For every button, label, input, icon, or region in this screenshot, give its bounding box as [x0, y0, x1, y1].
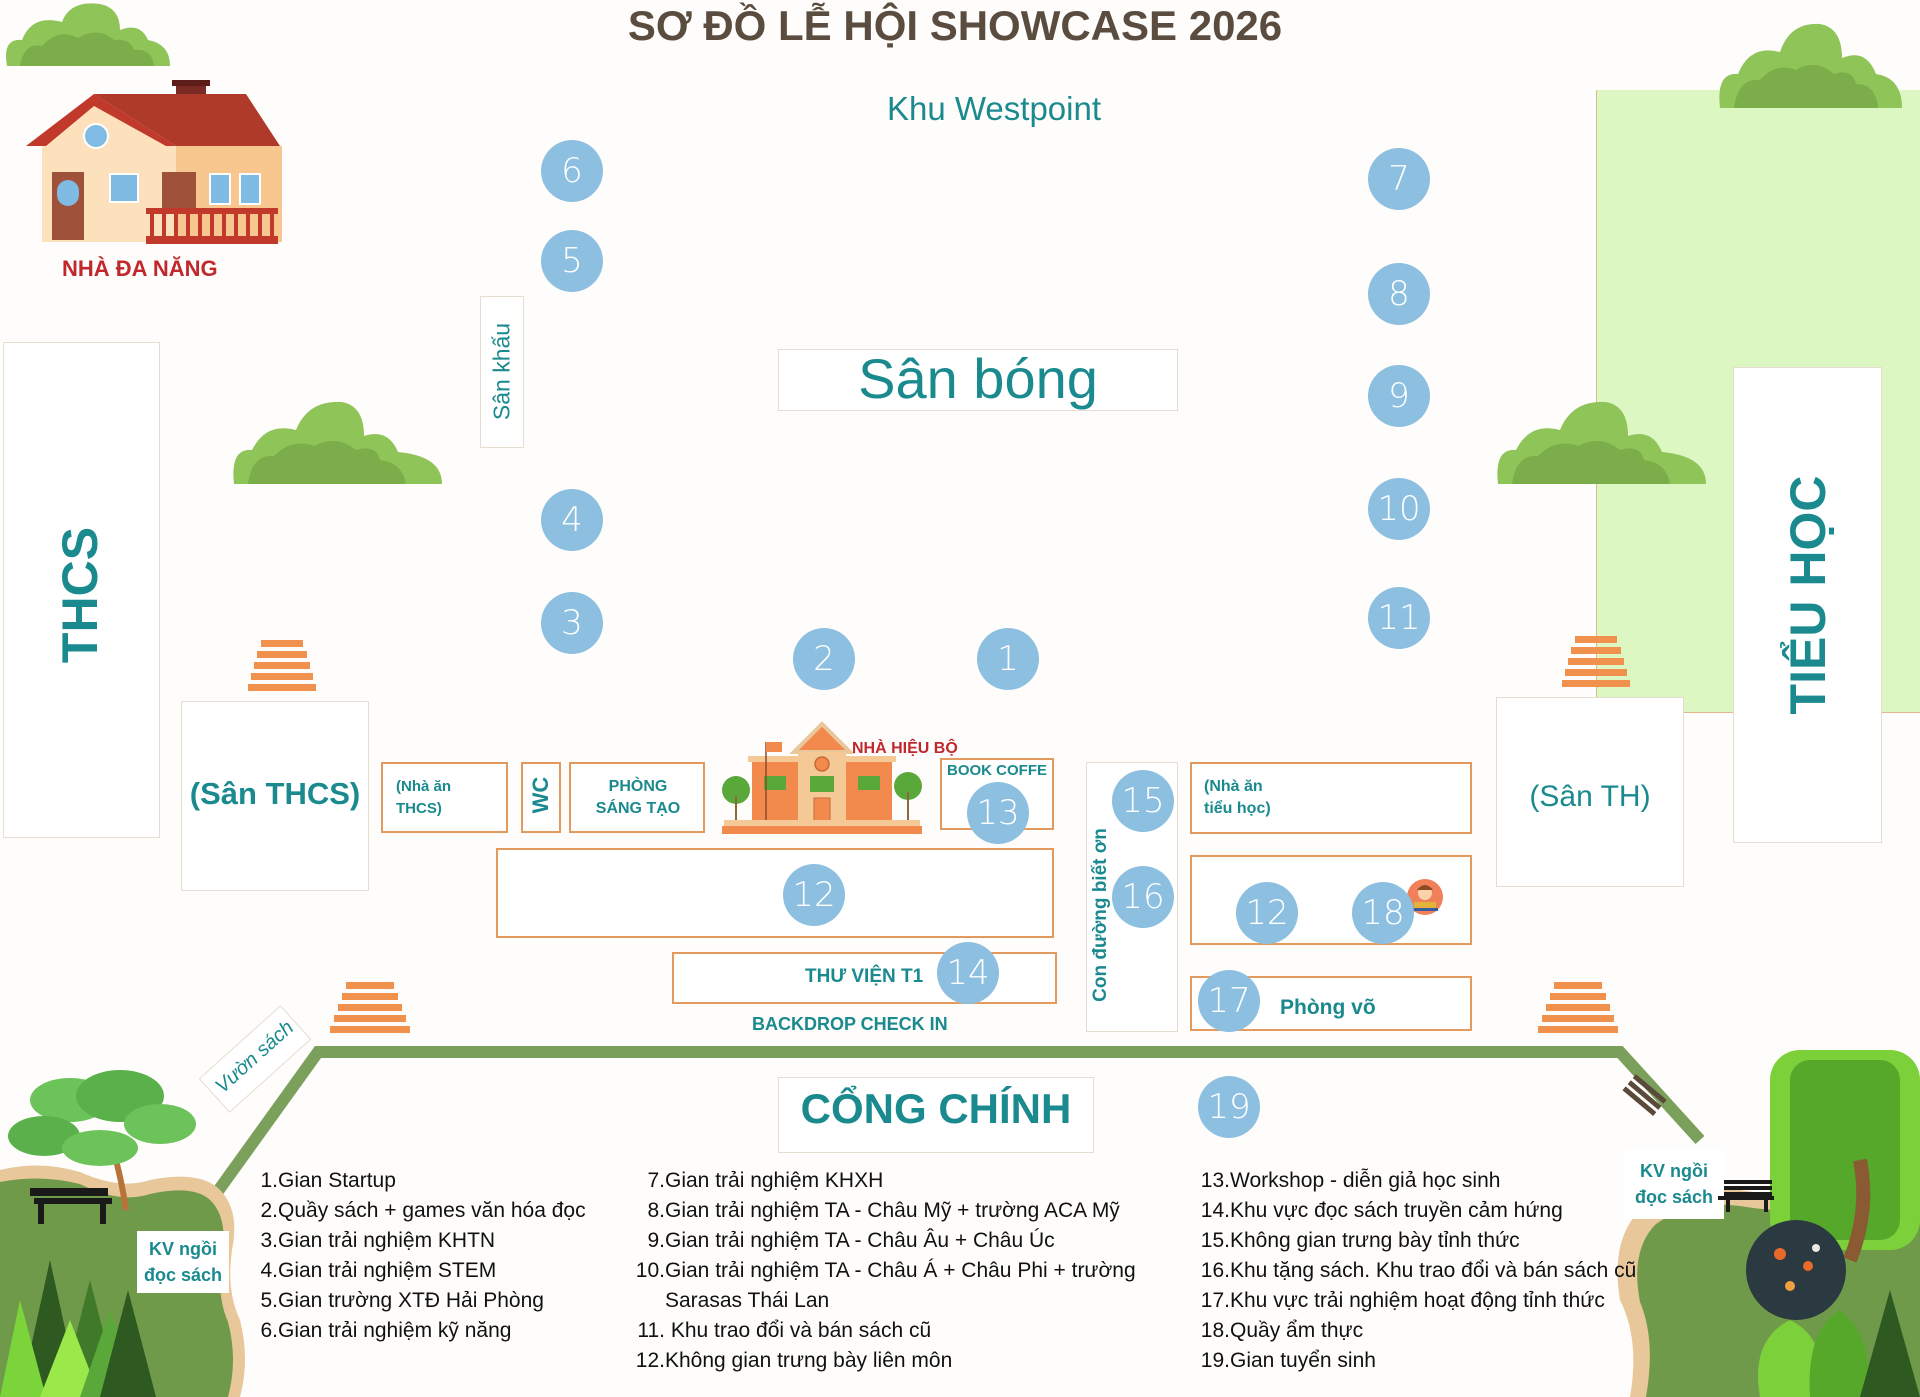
label-cong-chinh: CỔNG CHÍNH [800, 1085, 1072, 1132]
marker-5[interactable]: 5 [541, 230, 603, 292]
house-icon [26, 80, 282, 244]
marker-3[interactable]: 3 [541, 592, 603, 654]
marker-12[interactable]: 12 [1236, 882, 1298, 944]
legend-item: 6.Gian trải nghiệm kỹ năng [260, 1319, 512, 1342]
legend-item: 2.Quầy sách + games văn hóa đọc [260, 1199, 586, 1222]
marker-17[interactable]: 17 [1198, 970, 1260, 1032]
legend-item: 3.Gian trải nghiệm KHTN [260, 1229, 496, 1252]
label-phong-sang-tao: PHÒNG SÁNG TẠO [595, 778, 681, 817]
marker-1[interactable]: 1 [977, 628, 1039, 690]
marker-19[interactable]: 19 [1198, 1076, 1260, 1138]
area-phong-sang-tao [569, 762, 705, 833]
legend-item: 11. Khu trao đổi và bán sách cũ [637, 1319, 932, 1342]
label-thu-vien: THƯ VIỆN T1 [805, 966, 924, 987]
label-backdrop: BACKDROP CHECK IN [752, 1014, 948, 1034]
marker-2[interactable]: 2 [793, 628, 855, 690]
label-wc: WC [528, 776, 553, 814]
legend-item: 15.Không gian trưng bày tỉnh thức [1200, 1229, 1520, 1252]
marker-4[interactable]: 4 [541, 489, 603, 551]
legend-column-2: 7.Gian trải nghiệm KHXH 8.Gian trải nghi… [632, 1166, 1136, 1376]
label-tieu-hoc: TIỂU HỌC [1780, 475, 1836, 715]
label-book-coffe: BOOK COFFE [947, 762, 1047, 779]
legend-item: 19.Gian tuyển sinh [1200, 1349, 1376, 1372]
area-tieu-hoc [1733, 367, 1882, 843]
label-san-th: (Sân TH) [1529, 780, 1651, 813]
marker-8[interactable]: 8 [1368, 263, 1430, 325]
label-thcs: THCS [52, 526, 108, 664]
legend-item: 16.Khu tặng sách. Khu trao đổi và bán sá… [1200, 1259, 1637, 1282]
legend-item: 7.Gian trải nghiệm KHXH [647, 1169, 884, 1192]
marker-15[interactable]: 15 [1112, 770, 1174, 832]
legend-column-3: 13.Workshop - diễn giả học sinh 14.Khu v… [1196, 1166, 1636, 1376]
map-title: SƠ ĐỒ LỄ HỘI SHOWCASE 2026 [627, 2, 1283, 49]
area-khong-gian-lien-mon [496, 848, 1054, 938]
stairs-icon [1560, 636, 1632, 691]
area-westpoint: Khu Westpoint [887, 90, 1102, 127]
label-nha-an-tieu-hoc: (Nhà ăn tiểu học) [1204, 778, 1271, 817]
label-san-thcs: (Sân THCS) [189, 776, 361, 811]
food-vendor-icon [1407, 879, 1443, 915]
marker-6[interactable]: 6 [541, 140, 603, 202]
legend-item: 8.Gian trải nghiệm TA - Châu Mỹ + trường… [647, 1199, 1120, 1222]
legend-item: 1.Gian Startup [260, 1169, 396, 1192]
bush-icon [1719, 23, 1902, 108]
bush-icon [233, 401, 442, 484]
legend-item: 14.Khu vực đọc sách truyền cảm hứng [1200, 1199, 1563, 1222]
label-san-khau: Sân khấu [488, 322, 515, 421]
garden-left [0, 1070, 245, 1397]
label-phong-vo: Phòng võ [1280, 996, 1376, 1019]
legend-item: 10.Gian trải nghiệm TA - Châu Á + Châu P… [635, 1259, 1136, 1282]
bench-icon [1718, 1180, 1774, 1212]
area-kv-ngoi-doc-sach-left [137, 1231, 229, 1293]
area-kv-ngoi-doc-sach-right [1624, 1149, 1724, 1219]
label-con-duong-biet-on: Con đường biết ơn [1090, 828, 1111, 1002]
label-san-bong: Sân bóng [858, 347, 1098, 410]
stairs-icon [246, 640, 318, 695]
legend-item: 12.Không gian trưng bày liên môn [635, 1349, 953, 1372]
label-nha-an-thcs: (Nhà ăn THCS) [396, 778, 452, 817]
area-nha-an-thcs [381, 762, 508, 833]
legend-item: 13.Workshop - diễn giả học sinh [1200, 1169, 1501, 1192]
area-san-thcs [181, 701, 369, 891]
area-nha-an-tieu-hoc [1190, 762, 1472, 834]
area-san-bong [778, 349, 1178, 411]
legend-item: Sarasas Thái Lan [665, 1289, 830, 1312]
area-cong-chinh [778, 1077, 1094, 1153]
area-san-th [1496, 697, 1684, 887]
marker-11[interactable]: 11 [1368, 587, 1430, 649]
marker-13[interactable]: 13 [967, 782, 1029, 844]
legend-item: 4.Gian trải nghiệm STEM [260, 1259, 497, 1282]
stairs-icon [1536, 982, 1620, 1037]
bush-icon [6, 3, 170, 66]
garden-right [1617, 1050, 1920, 1397]
bush-icon [1497, 401, 1706, 484]
marker-18[interactable]: 18 [1352, 882, 1414, 944]
label-kv-ngoi-doc-sach-left: KV ngồi đọc sách [143, 1239, 223, 1285]
legend-item: 17.Khu vực trải nghiệm hoạt động tỉnh th… [1200, 1289, 1605, 1312]
marker-7[interactable]: 7 [1368, 148, 1430, 210]
area-wc [521, 762, 561, 833]
label-nha-da-nang: NHÀ ĐA NĂNG [62, 256, 218, 281]
marker-14[interactable]: 14 [937, 942, 999, 1004]
marker-16[interactable]: 16 [1112, 866, 1174, 928]
label-kv-ngoi-doc-sach-right: KV ngồi đọc sách [1634, 1161, 1714, 1207]
legend-column-1: 1.Gian Startup 2.Quầy sách + games văn h… [256, 1166, 586, 1346]
area-thcs [3, 342, 160, 838]
stairs-icon [328, 982, 412, 1037]
school-building-icon [722, 721, 922, 834]
area-san-khau [480, 296, 524, 448]
marker-10[interactable]: 10 [1368, 478, 1430, 540]
label-nha-hieu-bo: NHÀ HIỆU BỘ [852, 740, 958, 757]
legend-item: 9.Gian trải nghiệm TA - Châu Âu + Châu Ú… [647, 1229, 1055, 1252]
legend-item: 18.Quầy ẩm thực [1200, 1319, 1364, 1342]
legend-item: 5.Gian trường XTĐ Hải Phòng [260, 1289, 544, 1312]
marker-9[interactable]: 9 [1368, 365, 1430, 427]
marker-12[interactable]: 12 [783, 864, 845, 926]
